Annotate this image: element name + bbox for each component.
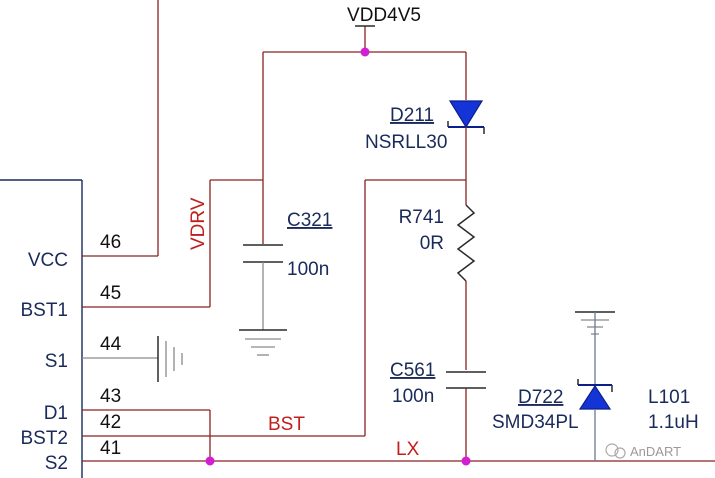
- pin-name-vcc: VCC: [28, 250, 68, 271]
- pin-name-bst2: BST2: [20, 428, 68, 449]
- ground-symbol-s1: [157, 336, 183, 382]
- net-label-lx: LX: [396, 439, 420, 460]
- junction-c561-lx: [461, 456, 471, 466]
- junction-d1-lx: [205, 456, 215, 466]
- pin-number-44: 44: [100, 334, 122, 355]
- watermark-text: AnDART: [630, 444, 681, 459]
- c321-value: 100n: [287, 259, 329, 280]
- l101-ref: L101: [648, 387, 690, 408]
- capacitor-c321: [239, 244, 287, 356]
- watermark: AnDART: [605, 443, 681, 459]
- ic-body: [0, 179, 83, 478]
- wire-vdrv: [82, 179, 263, 308]
- wire-bst: [82, 179, 466, 437]
- pin-name-d1: D1: [44, 403, 68, 424]
- resistor-r741: [456, 180, 476, 370]
- pin-name-bst1: BST1: [20, 300, 68, 321]
- net-label-bst: BST: [268, 414, 305, 435]
- pin-number-42: 42: [100, 412, 121, 433]
- pin-number-41: 41: [100, 438, 121, 459]
- net-label-vdrv: VDRV: [188, 197, 209, 250]
- junction-vdd: [360, 47, 370, 57]
- pin-name-s1: S1: [45, 351, 68, 372]
- pin-number-43: 43: [100, 386, 121, 407]
- d722-ref: D722: [518, 387, 563, 408]
- pin-number-45: 45: [100, 283, 121, 304]
- c561-value: 100n: [392, 386, 434, 407]
- l101-value: 1.1uH: [648, 412, 699, 433]
- c321-ref: C321: [287, 210, 332, 231]
- d211-ref: D211: [390, 105, 434, 126]
- d211-value: NSRLL30: [365, 132, 447, 153]
- pin-number-46: 46: [100, 232, 121, 253]
- capacitor-c561: [446, 371, 486, 461]
- r741-value: 0R: [420, 233, 444, 254]
- diode-d722: [575, 311, 615, 461]
- pin-name-s2: S2: [45, 453, 68, 474]
- vdd-label: VDD4V5: [347, 5, 421, 26]
- d722-value: SMD34PL: [492, 412, 579, 433]
- c561-ref: C561: [390, 360, 435, 381]
- wire-vcc: [82, 0, 159, 257]
- r741-ref: R741: [399, 207, 444, 228]
- diode-d211: [447, 100, 485, 180]
